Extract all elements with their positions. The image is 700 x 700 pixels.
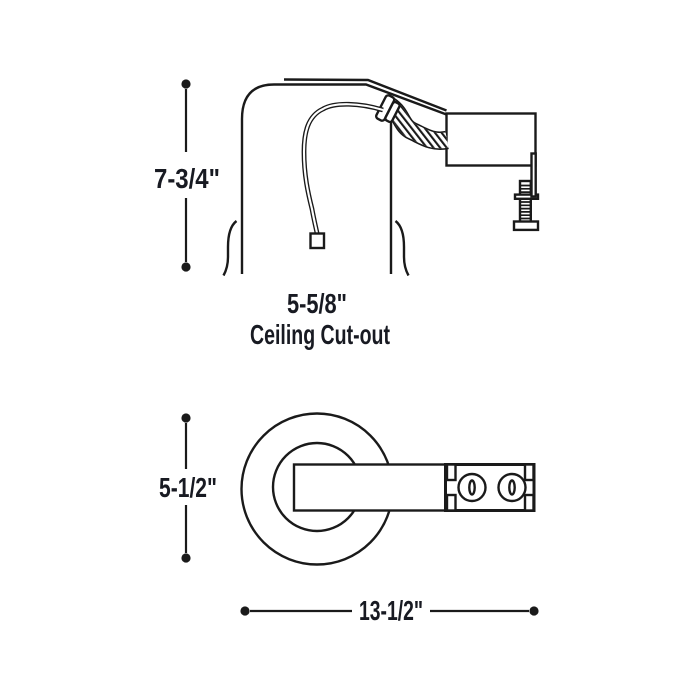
bracket-notch-top-left <box>445 463 457 482</box>
lead-wire <box>301 101 384 250</box>
figure-side-view: 7-3/4" <box>154 78 540 350</box>
mounting-bar <box>292 463 536 512</box>
dimension-dot-left <box>240 606 250 616</box>
bracket-notch-top-right <box>523 463 535 482</box>
wire-outline <box>301 101 384 234</box>
conduit-hatching <box>385 99 449 149</box>
clamp-foot <box>513 193 540 201</box>
fitting-barrel <box>384 100 401 124</box>
can-right-flange <box>394 220 410 277</box>
dimension-trim-diameter: 5-1/2" <box>159 413 217 563</box>
flex-conduit <box>384 98 449 150</box>
housing-can <box>222 78 447 277</box>
bracket-notch-bottom-left <box>445 493 457 512</box>
junction-box <box>445 112 537 167</box>
strain-relief-fitting <box>375 94 401 124</box>
can-outline <box>240 83 447 274</box>
housing-height-label: 7-3/4" <box>154 163 220 194</box>
dimension-dot-top <box>181 79 191 89</box>
clamp-screw-assembly <box>512 152 540 232</box>
dimension-bar-length: 13-1/2" <box>240 595 539 626</box>
dimension-dot-bottom <box>181 553 191 563</box>
bracket-screw-left-slot <box>468 479 476 496</box>
dimension-dot-top <box>181 413 191 423</box>
figure-top-view: 5-1/2" <box>159 412 539 626</box>
bracket-notch-bottom-right <box>523 493 535 512</box>
screw-head <box>512 220 540 232</box>
trim-diameter-label: 5-1/2" <box>159 472 217 503</box>
can-left-flange <box>222 220 238 277</box>
wire-connector-plug <box>309 232 326 250</box>
can-top-lip <box>283 78 447 112</box>
cutout-size-label: 5-5/8" <box>287 288 347 319</box>
clamp-bracket <box>530 152 537 198</box>
wire-core <box>302 103 384 234</box>
dimension-housing-height: 7-3/4" <box>154 79 220 272</box>
cutout-caption-label: Ceiling Cut-out <box>250 319 390 350</box>
bracket-screw-right-slot <box>508 479 516 496</box>
bar-length-label: 13-1/2" <box>359 595 423 626</box>
junction-box-body <box>445 112 537 167</box>
dimension-dot-right <box>529 606 539 616</box>
dimension-dot-bottom <box>181 262 191 272</box>
cutout-caption-block: 5-5/8" Ceiling Cut-out <box>250 288 390 350</box>
